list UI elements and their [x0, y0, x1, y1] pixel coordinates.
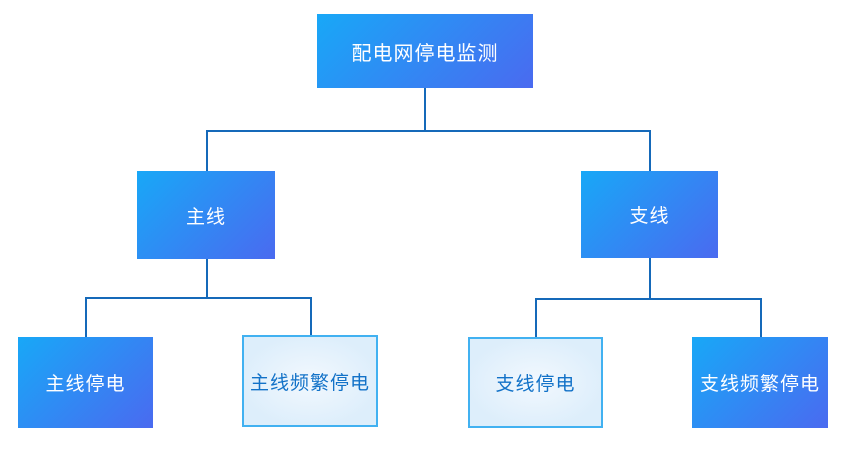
connector-main-line-stem — [206, 259, 208, 297]
connector-branch-outage-drop — [535, 298, 537, 337]
connector-branch-line-drop — [649, 130, 651, 171]
connector-branch-line-stem — [649, 258, 651, 298]
node-branch-line-outage[interactable]: 支线停电 — [468, 337, 603, 428]
node-main-line-outage-label: 主线停电 — [45, 374, 126, 395]
node-main-line-frequent-outage-label: 主线频繁停电 — [249, 372, 370, 394]
node-branch-line-outage-label: 支线停电 — [495, 374, 576, 395]
connector-root-rail — [206, 130, 650, 132]
node-branch-line-label: 支线 — [629, 206, 670, 227]
node-branch-line[interactable]: 支线 — [581, 171, 718, 258]
connector-branch-frequent-drop — [760, 298, 762, 337]
node-main-line-outage[interactable]: 主线停电 — [18, 337, 153, 428]
node-branch-line-frequent-outage[interactable]: 支线频繁停电 — [692, 337, 828, 428]
connector-main-outage-drop — [85, 297, 87, 337]
node-branch-line-frequent-outage-label: 支线频繁停电 — [699, 374, 820, 395]
connector-main-line-rail — [85, 297, 311, 299]
connector-root-stem — [424, 88, 426, 131]
node-root-label: 配电网停电监测 — [351, 42, 499, 65]
connector-branch-line-rail — [535, 298, 761, 300]
node-main-line-label: 主线 — [185, 206, 226, 228]
node-root[interactable]: 配电网停电监测 — [317, 14, 533, 88]
node-main-line[interactable]: 主线 — [137, 171, 275, 259]
connector-main-line-drop — [206, 130, 208, 171]
node-main-line-frequent-outage[interactable]: 主线频繁停电 — [242, 335, 378, 427]
connector-main-frequent-drop — [310, 297, 312, 335]
